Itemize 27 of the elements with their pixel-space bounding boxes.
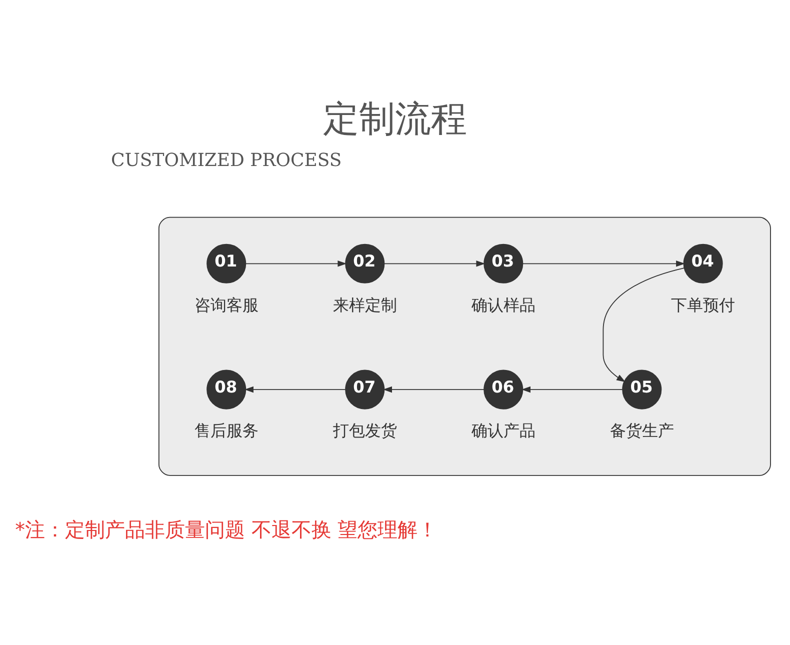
node-circle: 02 [345, 243, 385, 283]
node-label: 打包发货 [332, 420, 397, 440]
diagram-title: 定制流程 [323, 98, 467, 140]
arrow [245, 260, 347, 266]
label: *注：定制产品非质量问题 不退不换 望您理解！ [15, 518, 438, 541]
arrow [522, 386, 623, 392]
node-label: 咨询客服 [194, 294, 258, 314]
node-label: 备货生产 [610, 420, 674, 440]
arrow [384, 260, 486, 266]
node-circle: 04 [683, 243, 723, 283]
node-label: 售后服务 [194, 420, 258, 440]
arrow [522, 260, 686, 266]
node-label: 确认产品 [471, 420, 536, 440]
node-circle: 08 [206, 369, 246, 409]
node-circle: 05 [622, 369, 662, 409]
node-label: 来样定制 [332, 294, 397, 314]
node-circle: 06 [484, 369, 524, 409]
node-label: 确认样品 [471, 294, 536, 314]
arrow [382, 386, 484, 392]
label: CUSTOMIZED PROCESS [111, 150, 342, 171]
node-circle: 03 [484, 243, 524, 283]
node-circle: 01 [206, 243, 246, 283]
node-circle: 07 [345, 369, 385, 409]
node-label: 下单预付 [671, 294, 736, 314]
arrow [244, 386, 346, 392]
arrow [602, 267, 684, 382]
cluster [158, 216, 771, 476]
